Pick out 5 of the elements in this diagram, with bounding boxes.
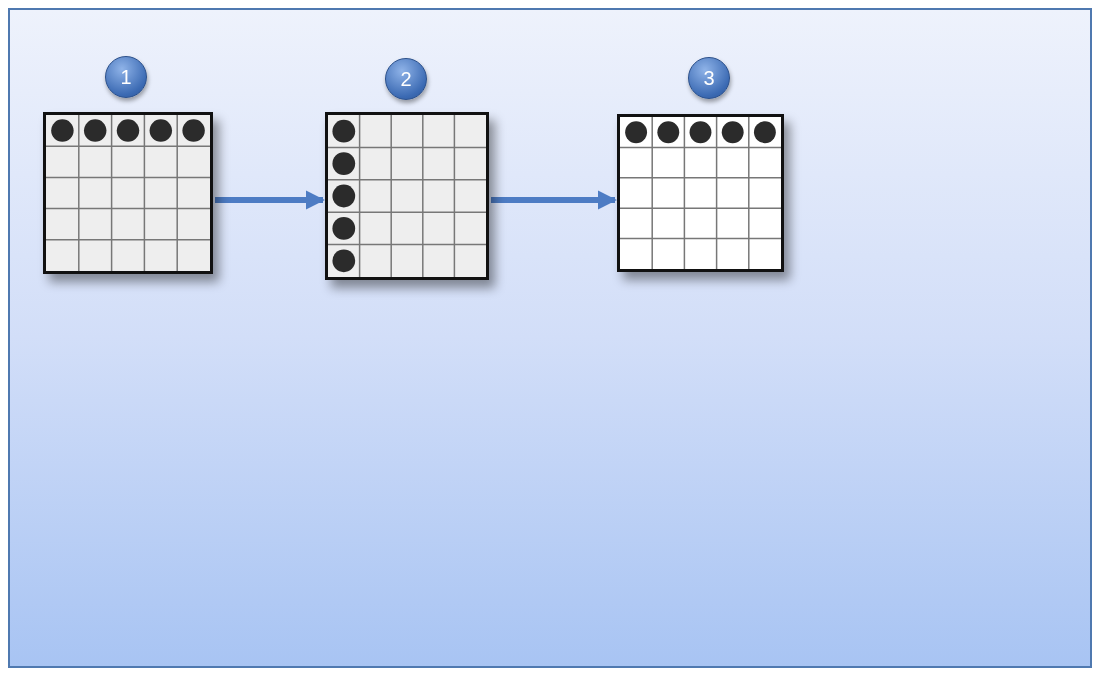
arrow <box>491 190 617 210</box>
grid-drawing <box>43 112 213 274</box>
grid-drawing <box>325 112 489 280</box>
grid-drawing <box>617 114 784 272</box>
arrow <box>215 190 325 210</box>
